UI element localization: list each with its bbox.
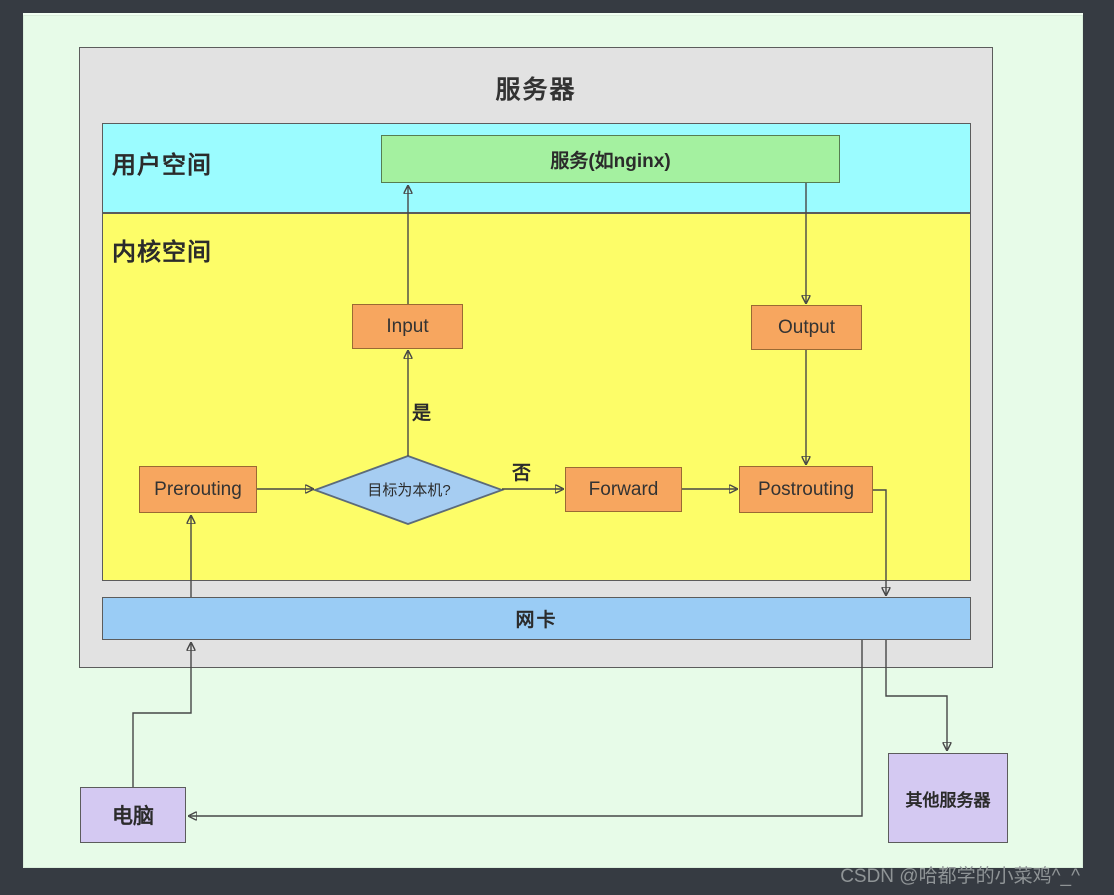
- forward-chain-node: Forward: [565, 467, 682, 512]
- service-nginx-node: 服务(如nginx): [381, 135, 840, 183]
- other-server-node: 其他服务器: [888, 753, 1008, 843]
- edge-label-yes: 是: [412, 403, 432, 424]
- output-chain-node: Output: [751, 305, 862, 350]
- kernel-space-label: 内核空间: [112, 239, 212, 266]
- server-title: 服务器: [495, 76, 577, 104]
- csdn-watermark: CSDN @哈都学的小菜鸡^_^: [840, 866, 1080, 887]
- prerouting-chain-node: Prerouting: [139, 466, 257, 513]
- user-space-label: 用户空间: [112, 152, 212, 179]
- kernel-space-region: [102, 213, 971, 581]
- edge-label-no: 否: [512, 463, 532, 484]
- network-card-bar: 网卡: [102, 597, 971, 640]
- decision-diamond-label: 目标为本机?: [367, 482, 451, 499]
- postrouting-chain-node: Postrouting: [739, 466, 873, 513]
- input-chain-node: Input: [352, 304, 463, 349]
- computer-node: 电脑: [80, 787, 186, 843]
